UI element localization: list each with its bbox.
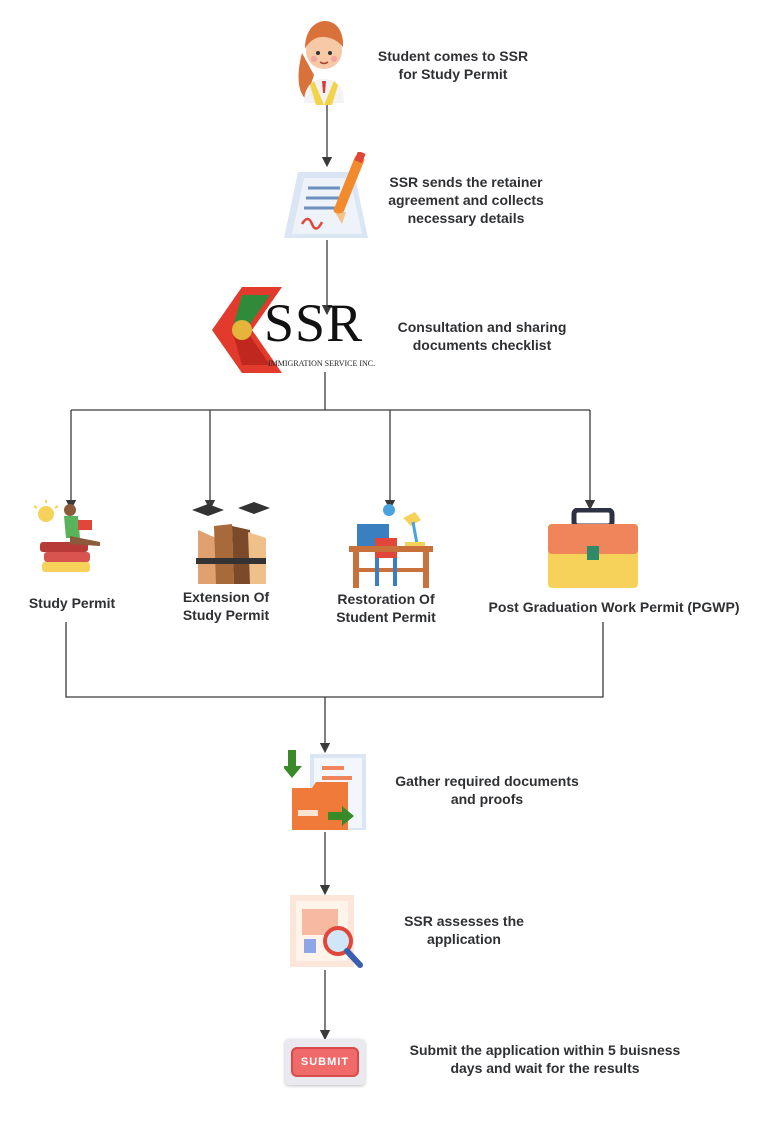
submit-button-face: SUBMIT: [291, 1047, 359, 1077]
student-icon: [298, 21, 344, 105]
step-6-caption: Submit the application within 5 buisness…: [409, 1042, 681, 1076]
agreement-icon: [284, 152, 368, 238]
branch-1-caption: Study Permit: [28, 595, 116, 611]
step-3-caption: Consultation and sharing documents check…: [397, 319, 567, 353]
submit-button[interactable]: SUBMIT: [285, 1039, 365, 1085]
merge-left: [65, 622, 325, 698]
step-5-caption: SSR assesses the application: [404, 913, 524, 947]
branch-4-caption: Post Graduation Work Permit (PGWP): [488, 599, 740, 615]
step-4-caption: Gather required documents and proofs: [395, 773, 579, 807]
assessment-icon: [290, 895, 363, 968]
gather-documents-icon: [284, 750, 366, 830]
branch-3-caption: Restoration Of Student Permit: [336, 591, 436, 625]
briefcase-icon: [548, 508, 638, 588]
ssr-logo-tagline: IMMIGRATION SERVICE INC.: [268, 359, 376, 368]
submit-label: SUBMIT: [300, 1056, 350, 1068]
ssr-logo: SSR IMMIGRATION SERVICE INC.: [212, 285, 402, 375]
restoration-student-permit-icon: [349, 504, 433, 588]
ssr-logo-emblem-icon: [212, 287, 282, 373]
step-2-caption: SSR sends the retainer agreement and col…: [388, 174, 544, 226]
ssr-logo-wordmark: SSR: [264, 293, 364, 353]
branch-2-caption: Extension Of Study Permit: [182, 589, 270, 623]
merge-right: [325, 622, 604, 698]
study-permit-icon: [33, 500, 100, 572]
step-1-caption: Student comes to SSR for Study Permit: [377, 48, 529, 82]
extension-study-permit-icon: [192, 502, 270, 584]
